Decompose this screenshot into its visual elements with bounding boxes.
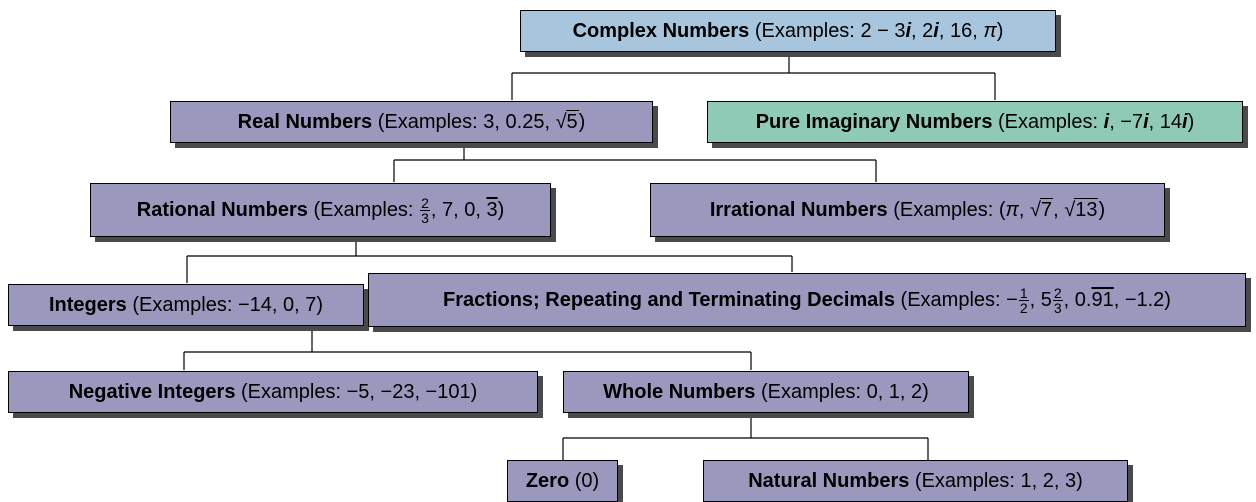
fraction-denominator: 3 bbox=[1053, 299, 1062, 316]
rational-numbers-examples-mid: , 7, 0, bbox=[430, 198, 487, 221]
real-numbers-examples-open: (Examples: 3, 0.25, bbox=[372, 110, 556, 133]
irrational-numbers-examples-close: ) bbox=[1098, 198, 1106, 221]
fraction-two-thirds: 2 3 bbox=[420, 196, 430, 225]
pure-imaginary-example-i: i bbox=[1103, 110, 1110, 133]
whole-numbers-title: Whole Numbers bbox=[603, 380, 756, 403]
natural-numbers-title: Natural Numbers bbox=[748, 469, 910, 492]
irrational-sqrt-value: 13 bbox=[1074, 197, 1099, 221]
whole-numbers-examples: (Examples: 0, 1, 2) bbox=[755, 380, 929, 403]
natural-numbers-box: Natural Numbers (Examples: 1, 2, 3) bbox=[703, 460, 1128, 502]
complex-numbers-examples-open: (Examples: bbox=[749, 19, 861, 42]
complex-example-close: ) bbox=[996, 19, 1004, 42]
complex-example-i: i bbox=[905, 19, 912, 42]
whole-numbers-box: Whole Numbers (Examples: 0, 1, 2) bbox=[563, 371, 969, 413]
fraction-denominator: 3 bbox=[421, 209, 429, 226]
zero-title: Zero bbox=[525, 469, 570, 492]
irrational-numbers-examples-open: (Examples: ( bbox=[887, 198, 1006, 221]
sqrt-symbol: √7 bbox=[1030, 197, 1054, 221]
negative-integers-box: Negative Integers (Examples: −5, −23, −1… bbox=[8, 371, 538, 413]
irrational-example-pi: π bbox=[1005, 198, 1019, 221]
integers-box: Integers (Examples: −14, 0, 7) bbox=[8, 284, 364, 326]
connector-complex bbox=[511, 52, 996, 100]
pure-imaginary-example-close: ) bbox=[1187, 110, 1195, 133]
natural-numbers-examples: (Examples: 1, 2, 3) bbox=[909, 469, 1083, 492]
sqrt-symbol: √5 bbox=[555, 109, 579, 133]
fractions-decimals-title: Fractions; Repeating and Terminating Dec… bbox=[443, 288, 895, 311]
irrational-numbers-title: Irrational Numbers bbox=[709, 198, 888, 221]
zero-box: Zero (0) bbox=[507, 460, 618, 502]
pure-imaginary-example-part: , 14 bbox=[1148, 110, 1183, 133]
rational-repeating-digit: 3 bbox=[486, 198, 498, 221]
connector-integers bbox=[183, 326, 752, 370]
pure-imaginary-example-i: i bbox=[1182, 110, 1188, 133]
rational-numbers-examples-open: (Examples: bbox=[307, 198, 420, 221]
complex-numbers-box: Complex Numbers (Examples: 2 − 3 i , 2 i… bbox=[520, 10, 1056, 52]
pure-imaginary-example-part: , −7 bbox=[1109, 110, 1144, 133]
irrational-numbers-box: Irrational Numbers (Examples: ( π , √7 ,… bbox=[650, 183, 1165, 237]
fraction-one-half: 1 2 bbox=[1018, 284, 1029, 316]
fraction-numerator: 2 bbox=[420, 194, 430, 211]
real-sqrt-value: 5 bbox=[565, 109, 579, 133]
rational-numbers-title: Rational Numbers bbox=[136, 198, 308, 221]
fraction-two-thirds: 2 3 bbox=[1052, 284, 1063, 316]
connector-whole bbox=[562, 412, 929, 460]
real-numbers-examples-close: ) bbox=[578, 110, 586, 133]
zero-examples: (0) bbox=[569, 469, 600, 492]
complex-example-part: 2 − 3 bbox=[860, 19, 906, 42]
negative-integers-examples: (Examples: −5, −23, −101) bbox=[235, 380, 478, 403]
fraction-numerator: 2 bbox=[1052, 284, 1063, 301]
fractions-separator: , 5 bbox=[1029, 288, 1052, 311]
integers-title: Integers bbox=[48, 293, 127, 316]
sqrt-symbol: √13 bbox=[1064, 197, 1099, 221]
irrational-separator: , bbox=[1018, 198, 1031, 221]
pure-imaginary-numbers-box: Pure Imaginary Numbers (Examples: i , −7… bbox=[707, 101, 1243, 143]
connector-rational bbox=[186, 236, 793, 283]
integers-examples: (Examples: −14, 0, 7) bbox=[126, 293, 323, 316]
fraction-denominator: 2 bbox=[1019, 299, 1028, 316]
real-numbers-box: Real Numbers (Examples: 3, 0.25, √5 ) bbox=[170, 101, 653, 143]
fractions-separator: , 0. bbox=[1063, 288, 1092, 311]
rational-numbers-examples-close: ) bbox=[497, 198, 505, 221]
fractions-repeating-digits: 91 bbox=[1091, 288, 1114, 311]
fractions-examples-close: , −1.2) bbox=[1113, 288, 1171, 311]
connector-real bbox=[393, 143, 877, 182]
complex-example-part: , 16, bbox=[938, 19, 984, 42]
fraction-numerator: 1 bbox=[1018, 284, 1029, 301]
irrational-sqrt-value: 7 bbox=[1040, 197, 1054, 221]
pure-imaginary-example-i: i bbox=[1143, 110, 1149, 133]
complex-example-i: i bbox=[933, 19, 939, 42]
pure-imaginary-numbers-title: Pure Imaginary Numbers bbox=[755, 110, 993, 133]
complex-numbers-title: Complex Numbers bbox=[572, 19, 750, 42]
complex-example-pi: π bbox=[983, 19, 997, 42]
rational-numbers-box: Rational Numbers (Examples: 2 3 , 7, 0, … bbox=[90, 183, 551, 237]
pure-imaginary-examples-open: (Examples: bbox=[992, 110, 1104, 133]
fractions-decimals-box: Fractions; Repeating and Terminating Dec… bbox=[368, 273, 1246, 327]
irrational-separator: , bbox=[1053, 198, 1065, 221]
complex-example-part: , 2 bbox=[911, 19, 934, 42]
fractions-examples-open: (Examples: − bbox=[894, 288, 1018, 311]
real-numbers-title: Real Numbers bbox=[237, 110, 373, 133]
negative-integers-title: Negative Integers bbox=[68, 380, 236, 403]
